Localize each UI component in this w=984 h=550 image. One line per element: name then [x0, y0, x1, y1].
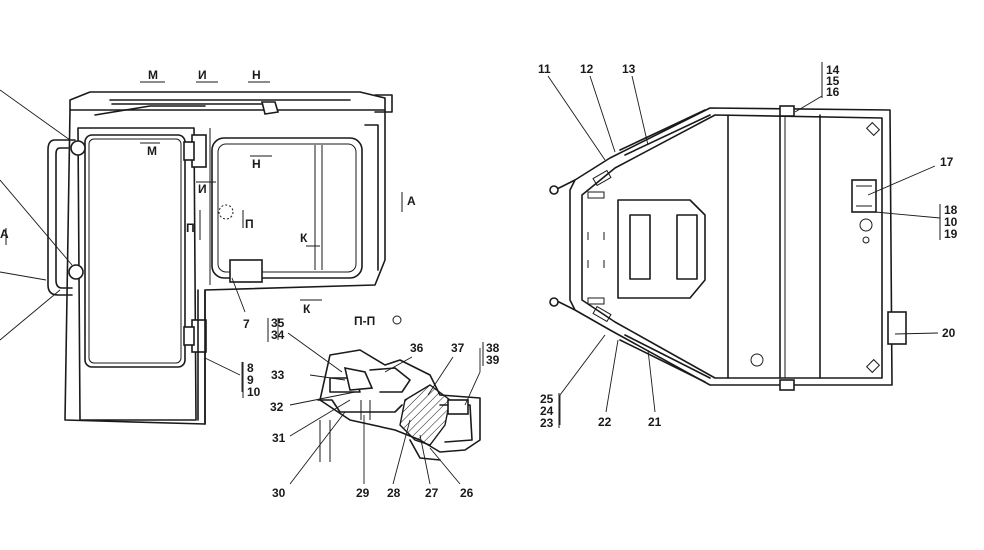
callout-28: 28 [387, 486, 401, 500]
callout-37: 37 [451, 341, 465, 355]
section-p-p: П-П [317, 314, 481, 462]
callout-17: 17 [940, 155, 954, 169]
callout-20: 20 [942, 326, 956, 340]
callout-15: 15 [826, 74, 840, 88]
cab-top-view [549, 105, 907, 391]
right-leaders [547, 64, 941, 425]
cab-side-view [47, 91, 393, 425]
mark-m-top: М [148, 68, 158, 82]
callout-39: 39 [486, 353, 500, 367]
callout-26: 26 [460, 486, 474, 500]
mark-k-window: К [300, 231, 308, 245]
callout-14: 14 [826, 63, 840, 77]
callout-8: 8 [247, 361, 254, 375]
mark-n-window: Н [252, 157, 261, 171]
mark-n-top: Н [252, 68, 261, 82]
callout-23: 23 [540, 416, 554, 430]
mark-i-side: И [198, 182, 207, 196]
callout-13: 13 [622, 62, 636, 76]
section-title: П-П [354, 314, 375, 328]
mark-a-left: А [0, 227, 9, 241]
callout-12: 12 [580, 62, 594, 76]
callout-brackets [242, 62, 941, 428]
mark-a-right: А [407, 194, 416, 208]
callout-16: 16 [826, 85, 840, 99]
section-leaders [277, 318, 481, 485]
callout-29: 29 [356, 486, 370, 500]
mark-k-bottom: К [303, 302, 311, 316]
mark-i-top: И [198, 68, 207, 82]
callout-30: 30 [272, 486, 286, 500]
left-leaders [0, 89, 246, 392]
callout-25: 25 [540, 392, 554, 406]
callout-34: 34 [271, 328, 285, 342]
callout-32: 32 [270, 400, 284, 414]
callout-27: 27 [425, 486, 439, 500]
callout-35: 35 [271, 316, 285, 330]
callout-36: 36 [410, 341, 424, 355]
section-marks: М И Н М Н И П П К К А А [0, 68, 416, 316]
callout-11: 11 [538, 62, 551, 76]
callout-22: 22 [598, 415, 612, 429]
callout-18: 18 [944, 203, 958, 217]
callout-33: 33 [271, 368, 285, 382]
callout-19: 19 [944, 227, 958, 241]
callout-38: 38 [486, 341, 500, 355]
mark-p-right: П [245, 217, 254, 231]
callout-7: 7 [243, 317, 250, 331]
callout-31: 31 [272, 431, 286, 445]
callout-10: 10 [247, 385, 261, 399]
mark-m-door: М [147, 144, 157, 158]
callout-numbers: 7 8 9 10 11 12 13 14 15 16 17 18 10 19 2… [243, 62, 958, 500]
callout-10b: 10 [944, 215, 958, 229]
callout-9: 9 [247, 373, 254, 387]
callout-24: 24 [540, 404, 554, 418]
mark-p-left: П [186, 221, 195, 235]
callout-21: 21 [648, 415, 662, 429]
